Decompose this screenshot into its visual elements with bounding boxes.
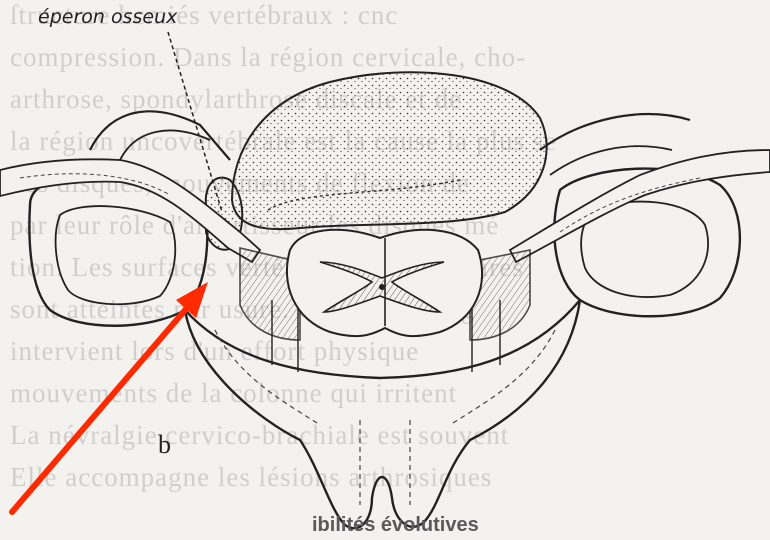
bone-spur-label: éperon osseux bbox=[38, 6, 177, 28]
right-nerve-root bbox=[510, 150, 770, 262]
figure-letter: b bbox=[158, 430, 171, 460]
bottom-text-fragment: ibilités évolutives bbox=[312, 514, 479, 537]
red-arrow bbox=[12, 282, 208, 512]
vertebral-body bbox=[232, 72, 547, 229]
